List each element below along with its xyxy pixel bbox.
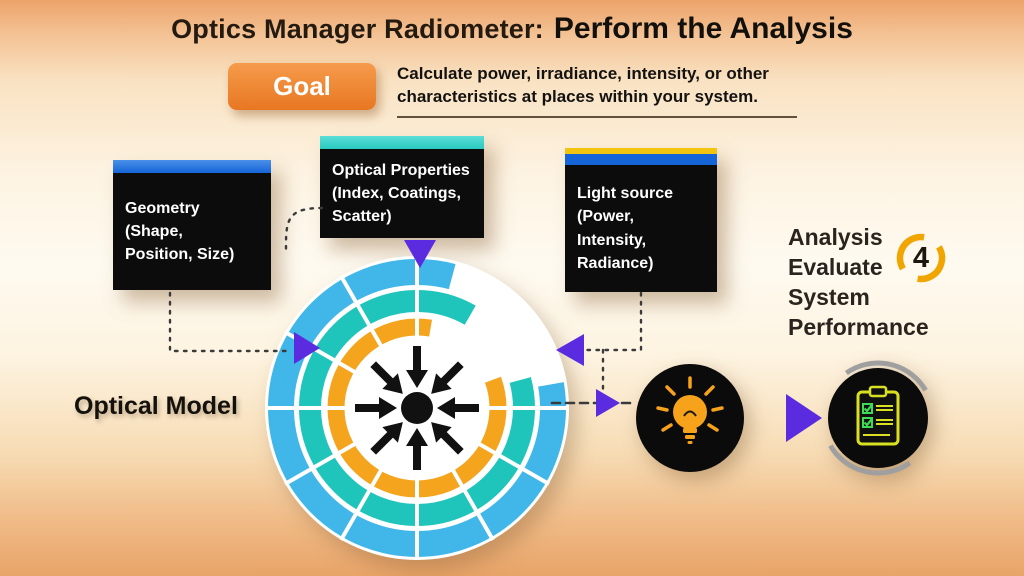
- geometry-box: Geometry (Shape, Position, Size): [113, 160, 271, 290]
- optical-properties-box: Optical Properties (Index, Coatings, Sca…: [320, 136, 484, 238]
- page-title: Optics Manager Radiometer: Perform the An…: [0, 12, 1024, 46]
- analysis-line-4: Performance: [788, 314, 929, 340]
- goal-description: Calculate power, irradiance, intensity, …: [397, 62, 797, 118]
- optical-model-label: Optical Model: [74, 392, 238, 420]
- light-source-box-label: Light source (Power, Intensity, Radiance…: [577, 185, 674, 272]
- analysis-line-3: System: [788, 284, 870, 310]
- radial-model-diagram: [265, 256, 569, 560]
- checklist-icon: [820, 360, 936, 476]
- step-4-badge: 4: [892, 229, 950, 287]
- checklist-rows: [862, 403, 893, 436]
- arrow-right-small-icon: [596, 389, 620, 417]
- gray-cycle-arc: [820, 360, 936, 476]
- light-source-header-bar-yellow: [565, 148, 717, 154]
- bulb-rays: [656, 376, 724, 432]
- light-source-box: Light source (Power, Intensity, Radiance…: [565, 148, 717, 292]
- analysis-caption: Analysis Evaluate System Performance: [788, 222, 929, 342]
- center-dot: [401, 392, 433, 424]
- geometry-box-label: Geometry (Shape, Position, Size): [125, 199, 235, 264]
- goal-badge: Goal: [228, 63, 376, 110]
- light-source-header-bar-blue: [565, 154, 717, 165]
- converging-arrows-icon: [355, 346, 479, 470]
- connector-lightsource-to-model: [582, 291, 643, 352]
- lightbulb-icon: [636, 364, 744, 472]
- arrow-right-large-icon: [786, 394, 822, 442]
- optical-properties-box-label: Optical Properties (Index, Coatings, Sca…: [332, 161, 470, 226]
- optical-properties-header-bar: [320, 136, 484, 149]
- geometry-box-header-bar: [113, 160, 271, 173]
- step-number: 4: [912, 241, 930, 274]
- goal-label: Goal: [273, 71, 331, 101]
- circular-arrows-icon: [896, 233, 946, 283]
- title-emphasis: Perform the Analysis: [553, 12, 853, 45]
- title-prefix: Optics Manager Radiometer:: [171, 14, 544, 44]
- analysis-line-1: Analysis: [788, 224, 883, 250]
- analysis-line-2: Evaluate: [788, 254, 883, 280]
